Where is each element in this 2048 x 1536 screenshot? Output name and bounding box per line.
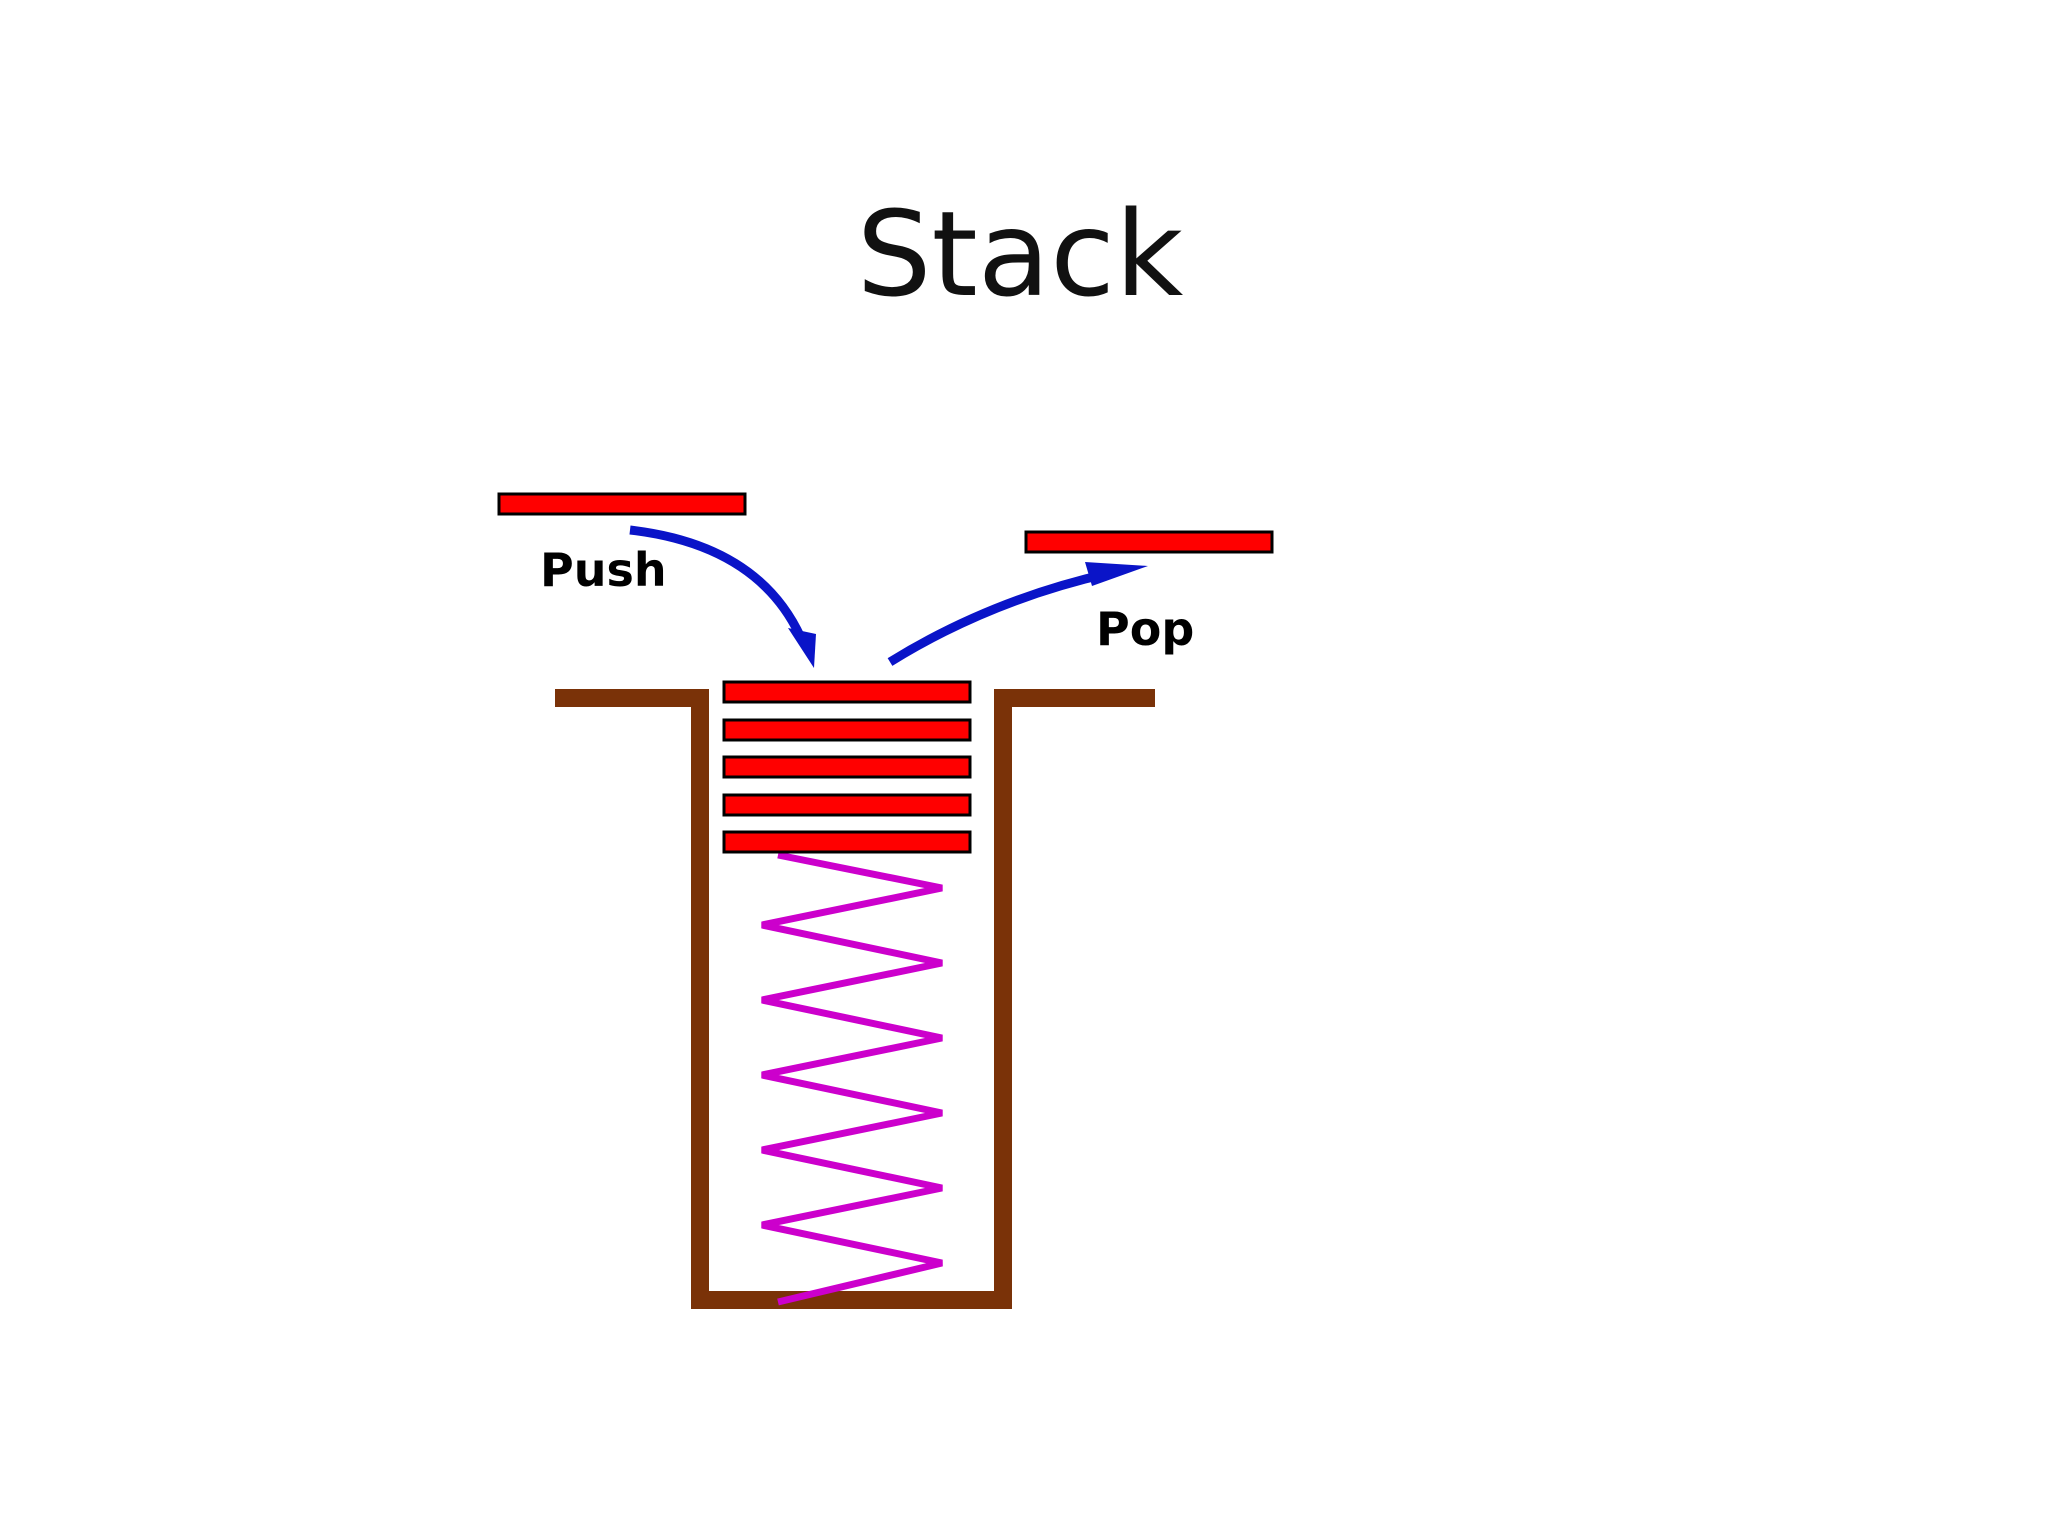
push-label: Push	[540, 543, 667, 597]
stack-container	[555, 689, 1155, 1309]
pop-plate	[1024, 530, 1274, 554]
pop-arrow	[887, 562, 1148, 666]
stack-plate	[722, 793, 972, 817]
stack-plate	[722, 755, 972, 779]
stack-plate	[722, 718, 972, 742]
pop-label: Pop	[1096, 602, 1194, 656]
stack-plate-bottom	[722, 830, 972, 854]
push-arrow	[629, 525, 816, 668]
push-plate	[497, 492, 747, 516]
spring	[761, 851, 943, 1306]
slide-title-text: Stack	[856, 185, 1184, 323]
slide-title: Stack	[0, 195, 2048, 313]
stack-plate-top	[722, 680, 972, 704]
